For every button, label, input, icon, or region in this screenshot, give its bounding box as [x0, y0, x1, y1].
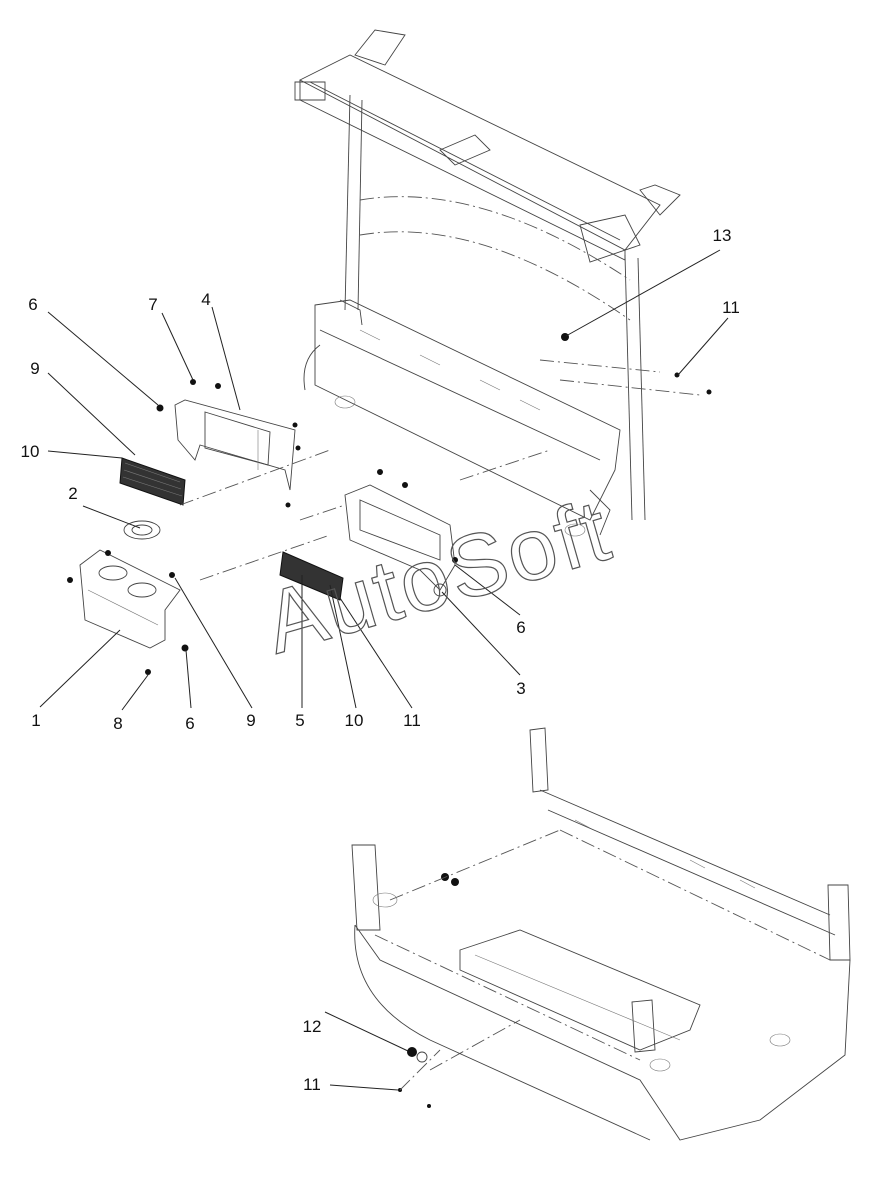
- part-3-console-cover: [344, 484, 456, 597]
- callout-13: 13: [713, 226, 732, 245]
- part-4-trim-panel: [174, 399, 296, 491]
- part-1-console-cover: [79, 549, 181, 649]
- callout-12: 12: [303, 1017, 322, 1036]
- callout-11: 11: [303, 1075, 321, 1094]
- callout-9: 9: [30, 359, 39, 378]
- assembly-lines: [179, 359, 701, 1091]
- callout-1: 1: [31, 711, 40, 730]
- callout-6: 6: [516, 618, 525, 637]
- callout-5: 5: [295, 711, 304, 730]
- callout-labels: 6 7 4 9 10 2 13 11 6 3 1 8 6 9 5 10 11 1…: [21, 226, 740, 1094]
- leader-lines: [39, 249, 729, 1091]
- lower-cab-floor-frame: [351, 727, 851, 1141]
- callout-8: 9: [246, 711, 255, 730]
- callout-6: 6: [185, 714, 194, 733]
- callout-3: 3: [516, 679, 525, 698]
- part-9-mesh-grille-left: [119, 457, 186, 506]
- callout-10: 10: [21, 442, 40, 461]
- callout-11: 11: [722, 298, 740, 317]
- callout-7: 8: [113, 714, 122, 733]
- callout-7: 7: [148, 295, 157, 314]
- callout-2: 2: [68, 484, 77, 503]
- callout-4: 4: [201, 290, 210, 309]
- callout-6: 6: [28, 295, 37, 314]
- part-2-grommet: [123, 520, 161, 540]
- part-5-mesh-grille-right: [279, 551, 344, 601]
- upper-cab-frame: [294, 29, 681, 537]
- fasteners: [67, 333, 712, 1108]
- callout-9: 10: [345, 711, 364, 730]
- callout-10: 11: [403, 711, 421, 730]
- watermark-text: AutoSoft: [254, 480, 621, 673]
